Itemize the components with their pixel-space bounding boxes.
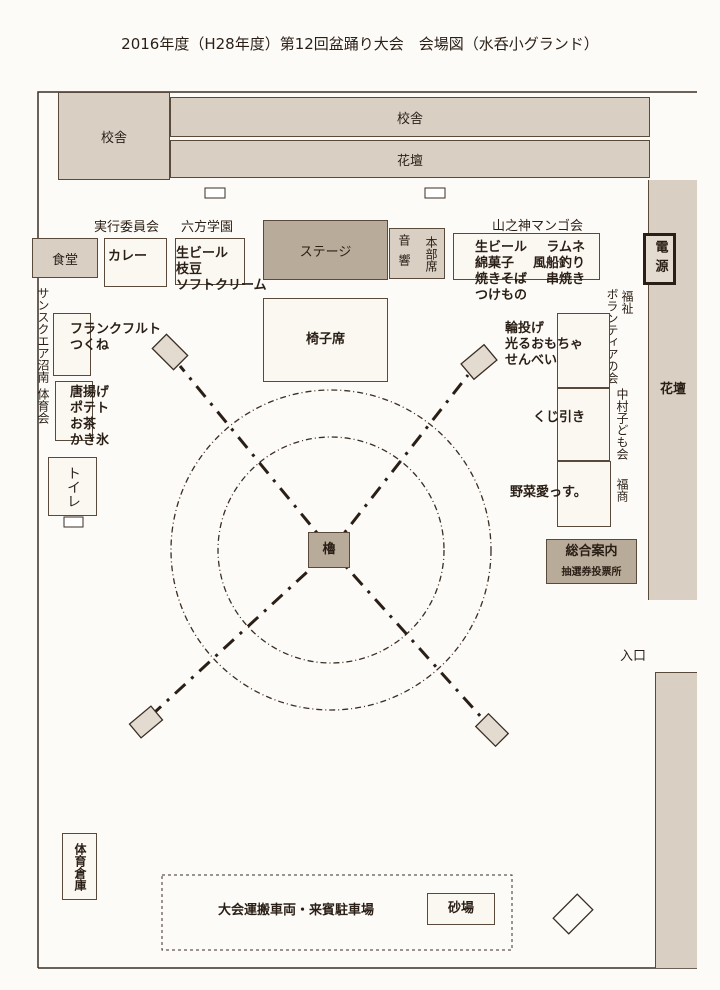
item: 綿菓子 xyxy=(475,256,515,271)
stall-vegetables xyxy=(557,461,611,527)
item: つけもの xyxy=(475,288,528,303)
inner-dance-circle xyxy=(217,436,445,664)
light-marker xyxy=(424,187,446,199)
group-nakamura: 中村子ども会 xyxy=(615,388,629,460)
storage-shed: 体育倉庫 xyxy=(62,833,97,900)
yagura-tower: 櫓 xyxy=(308,532,350,568)
item: ポテト xyxy=(70,401,110,416)
school-building-left: 校舎 xyxy=(58,92,170,180)
item: 枝豆 xyxy=(176,262,203,277)
label: 校舎 xyxy=(100,130,127,146)
item: フランクフルト xyxy=(70,322,162,337)
sound-label: 音響 xyxy=(397,233,411,274)
item: 生ビール xyxy=(176,246,229,261)
group-yamanokami: 山之神マンゴ会 xyxy=(492,219,584,234)
school-building-top: 校舎 xyxy=(170,97,650,137)
label: 電源 xyxy=(652,240,668,278)
item: かき氷 xyxy=(70,433,110,448)
hq-label: 本部席 xyxy=(424,235,438,272)
item: お茶 xyxy=(70,417,97,432)
stall-yamanokami xyxy=(453,233,600,280)
seating-area: 椅子席 xyxy=(263,298,388,382)
sandbox: 砂場 xyxy=(427,893,495,925)
frankfurt-items: フランクフルト つくね xyxy=(70,322,161,354)
lantern-line-sw xyxy=(153,548,333,714)
label: 砂場 xyxy=(447,901,474,916)
grounds-border xyxy=(37,91,697,968)
item: 風船釣り xyxy=(533,256,586,271)
lantern-line-ne xyxy=(329,374,470,551)
lantern-pole-sw xyxy=(128,705,164,739)
item: 唐揚げ xyxy=(70,385,110,400)
lantern-pole-ne xyxy=(460,343,498,381)
karaage-items: 唐揚げ ポテト お茶 かき氷 xyxy=(70,385,109,449)
label: 校舎 xyxy=(396,111,423,127)
group-roppo: 六方学園 xyxy=(181,220,234,235)
stall-karaage xyxy=(55,381,93,441)
item: せんべい xyxy=(505,353,558,368)
yamanokami-right-items: ラムネ 風船釣り 串焼き xyxy=(533,240,585,288)
label: 櫓 xyxy=(322,542,336,557)
flowerbed-bottom-right xyxy=(655,672,697,968)
item: 光るおもちゃ xyxy=(505,337,584,352)
item: 串焼き xyxy=(546,272,586,287)
item: ソフトクリーム xyxy=(176,278,267,293)
group-fukusho: 福商 xyxy=(615,478,629,502)
label: トイレ xyxy=(65,465,81,508)
label: 食堂 xyxy=(51,252,78,268)
stage: ステージ xyxy=(263,220,388,280)
parking-area xyxy=(161,874,513,951)
page-title: 2016年度（H28年度）第12回盆踊り大会 会場図（水呑小グランド） xyxy=(121,35,599,53)
label: 体育倉庫 xyxy=(73,842,87,891)
yamanokami-left-items: 生ビール 綿菓子 焼きそば つけもの xyxy=(475,240,527,304)
lantern-line-se xyxy=(329,548,484,720)
info-booth: 総合案内 抽選券投票所 xyxy=(546,539,637,584)
group-sunsquare: サンスクエア沼南 xyxy=(36,287,50,383)
label: 花壇 xyxy=(396,153,423,169)
label: 花壇 xyxy=(659,382,686,397)
toilet: トイレ xyxy=(48,457,97,516)
vegetables-label: 野菜愛っす。 xyxy=(510,485,587,500)
flowerbed-top: 花壇 xyxy=(170,140,650,178)
stall-roppo xyxy=(175,238,245,285)
entrance-label: 入口 xyxy=(620,649,647,664)
lantern-line-nw xyxy=(178,365,333,551)
item: 輪投げ xyxy=(505,321,545,336)
stall-lottery xyxy=(557,388,610,461)
lantern-pole-se xyxy=(474,712,510,748)
group-executive: 実行委員会 xyxy=(94,220,160,235)
lottery-label: くじ引き xyxy=(533,410,586,425)
label: 椅子席 xyxy=(305,332,345,347)
cafeteria: 食堂 xyxy=(32,238,98,278)
volunteer-items: 輪投げ 光るおもちゃ せんべい xyxy=(505,321,583,369)
toilet-entrance xyxy=(63,516,84,528)
light-marker xyxy=(204,187,226,199)
group-sports-club: 体育会 xyxy=(36,388,50,424)
group-welfare: 福祉 xyxy=(620,290,634,314)
item: つくね xyxy=(70,338,110,353)
power-supply: 電源 xyxy=(643,233,676,285)
stall-curry: カレー xyxy=(104,238,167,287)
lantern-pole-nw xyxy=(151,333,189,371)
info-subtitle: 抽選券投票所 xyxy=(561,567,622,578)
item: 生ビール xyxy=(475,240,528,255)
stall-roppo-items: 生ビール 枝豆 ソフトクリーム xyxy=(176,246,267,294)
parking-label: 大会運搬車両・来賓駐車場 xyxy=(218,903,375,918)
sound-hq-booth: 音響 本部席 xyxy=(389,228,445,279)
stall-frankfurt xyxy=(53,313,91,376)
info-title: 総合案内 xyxy=(565,544,618,559)
label: ステージ xyxy=(299,244,352,260)
item: ラムネ xyxy=(546,240,586,255)
stall-volunteer xyxy=(557,313,610,388)
outer-dance-circle xyxy=(170,389,492,711)
label: カレー xyxy=(108,249,148,264)
gate-marker xyxy=(552,893,594,935)
item: 焼きそば xyxy=(475,272,528,287)
